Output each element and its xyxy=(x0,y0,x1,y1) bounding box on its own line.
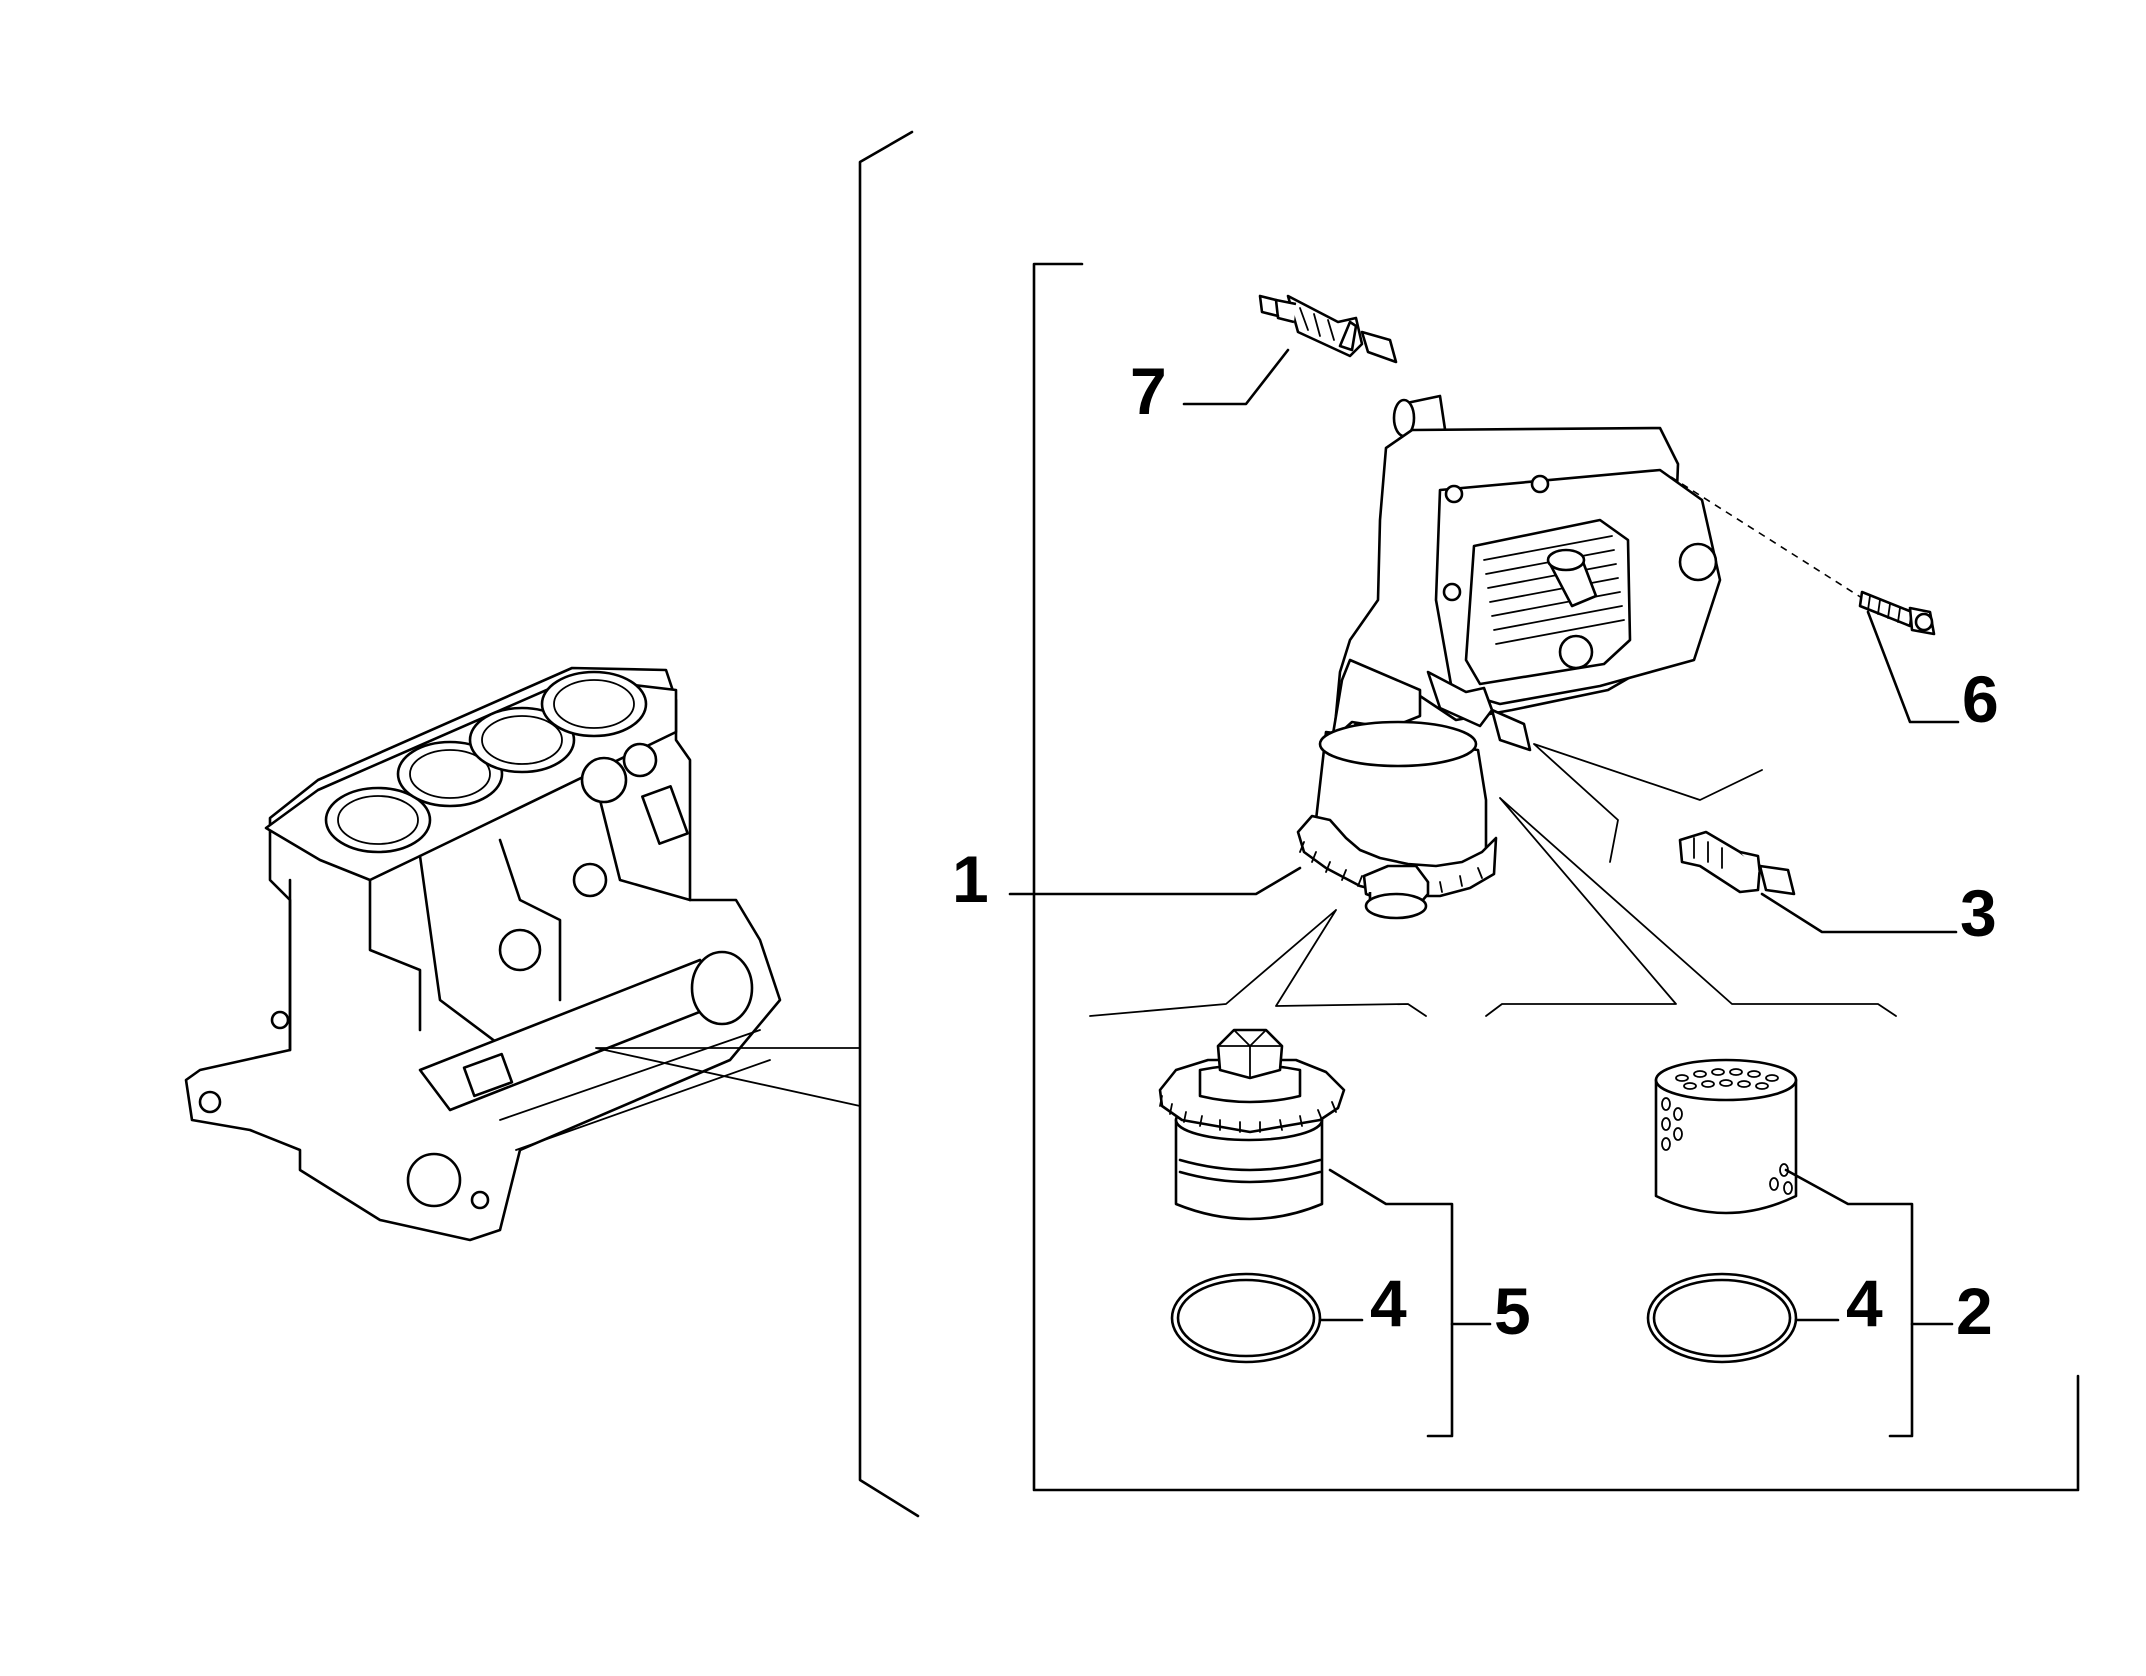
callout-4-left: 4 xyxy=(1370,1266,1407,1340)
inner-group-frame xyxy=(1032,262,2080,1492)
callout-1: 1 xyxy=(952,842,989,916)
callout-7: 7 xyxy=(1130,354,1167,428)
part-6-bolt xyxy=(1858,590,1936,636)
part-5-filter-cartridge xyxy=(1158,1028,1346,1221)
leader-5-part xyxy=(1328,1168,1454,1438)
callout-6: 6 xyxy=(1962,662,1999,736)
callout-5: 5 xyxy=(1494,1274,1531,1348)
callout-2: 2 xyxy=(1956,1274,1993,1348)
part-4-seal-ring-left xyxy=(1170,1272,1322,1364)
part-3-sensor xyxy=(1678,830,1796,896)
leader-7 xyxy=(1182,348,1290,406)
leader-2-part xyxy=(1784,1168,1914,1438)
leader-1 xyxy=(1008,866,1302,896)
branch-filter-right xyxy=(1485,797,1897,1017)
callout-4-right: 4 xyxy=(1846,1266,1883,1340)
cylinder-bores xyxy=(324,670,648,854)
branch-3 xyxy=(1533,743,1763,863)
callout-3: 3 xyxy=(1960,876,1997,950)
part-1-oil-filter-housing xyxy=(1296,394,1722,920)
part-7-sensor xyxy=(1258,294,1398,364)
engine-block-drawing xyxy=(184,666,782,1242)
outer-bracket xyxy=(858,130,920,1518)
part-6-dashed-axis xyxy=(1659,469,1863,599)
leader-6 xyxy=(1866,610,1960,724)
part-4-seal-ring-right xyxy=(1646,1272,1798,1364)
engine-block-leader xyxy=(595,1047,861,1107)
leader-3 xyxy=(1760,892,1958,934)
branch-filter-left xyxy=(1089,909,1427,1017)
part-2-filter-element xyxy=(1654,1058,1798,1215)
